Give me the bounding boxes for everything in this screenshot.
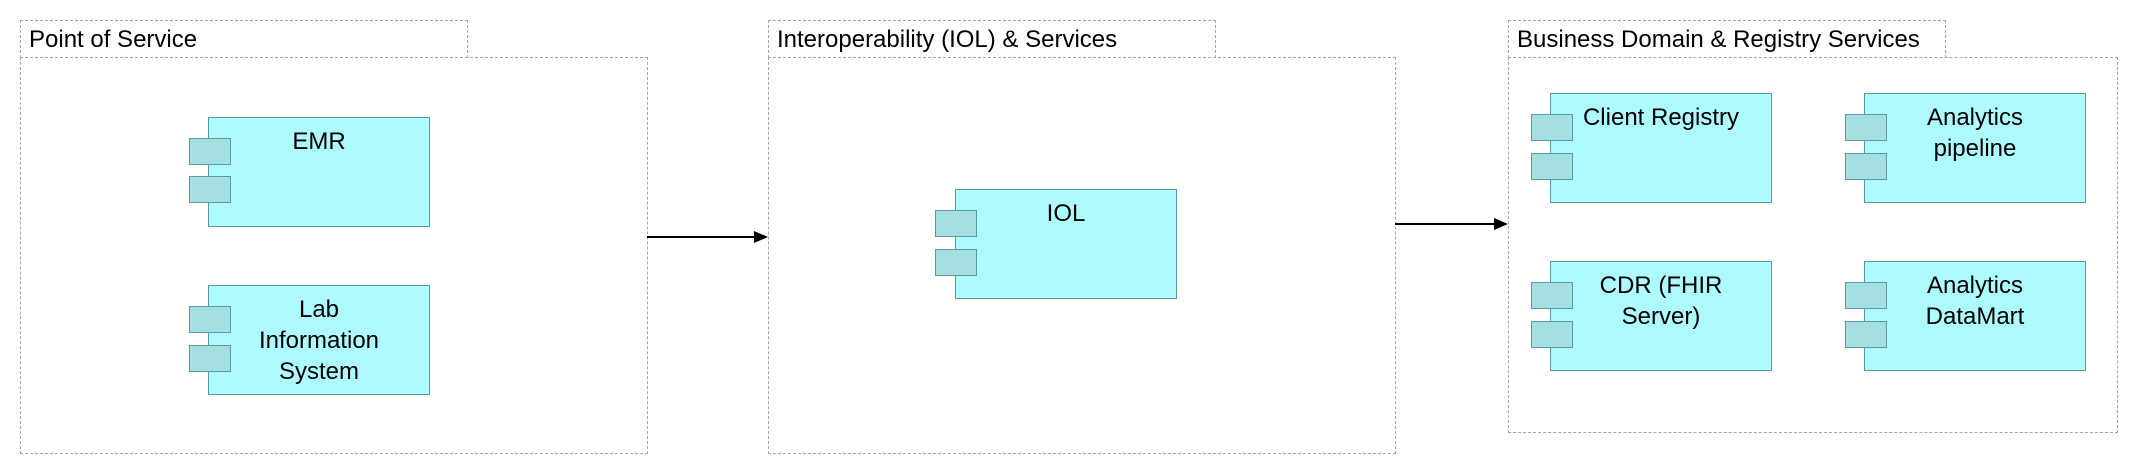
component-emr[interactable]: EMR [208,117,430,227]
component-port-icon [189,306,231,333]
component-label-analytics-datamart: Analytics DataMart [1925,272,2025,330]
component-port-icon [1531,321,1573,348]
component-iol[interactable]: IOL [955,189,1177,299]
group-frame-iol-services [768,57,1396,454]
component-port-icon [189,345,231,372]
component-lab-information-system[interactable]: Lab Information System [208,285,430,395]
component-port-icon [1845,153,1887,180]
component-cdr-fhir-server[interactable]: CDR (FHIR Server) [1550,261,1772,371]
component-port-icon [189,176,231,203]
component-label-iol: IOL [1046,200,1086,227]
group-title-point-of-service: Point of Service [20,20,468,58]
component-label-client-registry: Client Registry [1582,104,1740,131]
arrowhead-icon [754,231,768,243]
component-analytics-datamart[interactable]: Analytics DataMart [1864,261,2086,371]
component-analytics-pipeline[interactable]: Analytics pipeline [1864,93,2086,203]
component-port-icon [1531,114,1573,141]
component-label-analytics-pipeline: Analytics pipeline [1926,104,2024,162]
component-port-icon [1845,282,1887,309]
component-port-icon [1845,321,1887,348]
component-label-cdr-fhir-server: CDR (FHIR Server) [1599,272,1723,330]
group-title-iol-services: Interoperability (IOL) & Services [768,20,1216,58]
component-port-icon [935,210,977,237]
component-client-registry[interactable]: Client Registry [1550,93,1772,203]
component-port-icon [1531,282,1573,309]
component-label-emr: EMR [292,128,346,155]
arrowhead-icon [1494,218,1508,230]
group-title-business-domain: Business Domain & Registry Services [1508,20,1946,58]
component-port-icon [935,249,977,276]
component-label-lab-information-system: Lab Information System [258,296,380,385]
component-port-icon [189,138,231,165]
component-port-icon [1531,153,1573,180]
component-port-icon [1845,114,1887,141]
